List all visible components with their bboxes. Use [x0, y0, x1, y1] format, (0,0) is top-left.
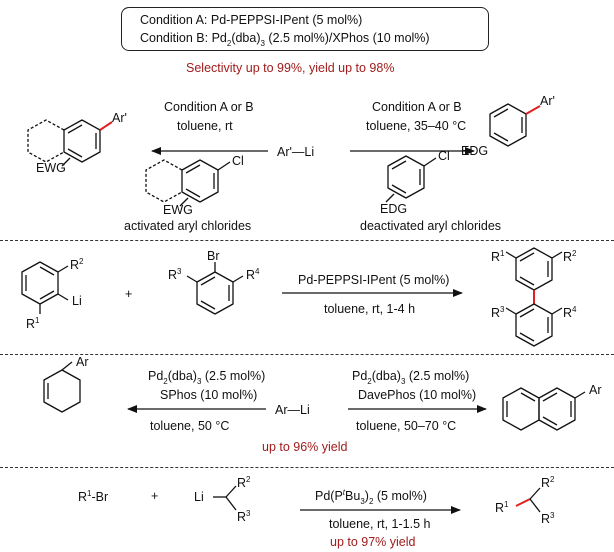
row2-br-label: Br: [207, 249, 220, 263]
deactivated-product-structure: [489, 103, 541, 147]
row3-left-ar: Ar: [76, 355, 89, 369]
activated-product-structure: [27, 119, 113, 167]
row2-product-r2: R2: [563, 249, 577, 265]
biaryl-product-structure: [505, 247, 563, 347]
row3-yield: up to 96% yield: [262, 440, 348, 454]
row3-center-reagent: Ar—Li: [275, 403, 310, 417]
row2-r2-label: R2: [70, 257, 84, 273]
row1-right-condition-2: toluene, 35–40 °C: [366, 119, 467, 133]
divider-1: [0, 240, 614, 241]
condition-b-text: Condition B: Pd2(dba)3 (2.5 mol%)/XPhos …: [140, 31, 430, 48]
divider-2: [0, 354, 614, 355]
naphthyl-product-structure: [502, 387, 586, 431]
cyclohexenyl-product-structure: [43, 361, 81, 413]
row4-product-r2: R2: [541, 475, 555, 491]
divider-3: [0, 467, 614, 468]
row4-li: Li: [194, 490, 204, 504]
activated-aryl-chloride-structure: [145, 159, 231, 207]
row3-left-line1: Pd2(dba)3 (2.5 mol%): [148, 369, 266, 386]
row4-plus: +: [151, 489, 159, 503]
row2-product-r3: R3: [491, 305, 505, 321]
row1-right-condition-1: Condition A or B: [372, 100, 462, 114]
row1-left-sm-cl: Cl: [232, 154, 244, 168]
row1-left-product-ar: Ar': [112, 111, 127, 125]
row1-right-caption: deactivated aryl chlorides: [360, 219, 502, 233]
row1-left-condition-2: toluene, rt: [177, 119, 233, 133]
row1-left-caption: activated aryl chlorides: [124, 219, 252, 233]
row2-product-r4: R4: [563, 305, 577, 321]
row3-right-line1: Pd2(dba)3 (2.5 mol%): [352, 369, 470, 386]
row1-right-product-ar: Ar': [540, 94, 555, 108]
arylbromide-structure: [186, 262, 244, 315]
row3-right-ar: Ar: [589, 383, 602, 397]
row4-condition-bottom: toluene, rt, 1-1.5 h: [329, 517, 431, 531]
aryllithium-structure: [21, 261, 69, 314]
row2-li-label: Li: [72, 294, 82, 308]
row3-right-line2: DavePhos (10 mol%): [358, 388, 477, 402]
alkyllithium-structure: [213, 485, 237, 511]
row4-r3: R3: [237, 509, 251, 525]
row1-left-product-ewg: EWG: [36, 161, 66, 175]
row2-condition-bottom: toluene, rt, 1-4 h: [324, 302, 416, 316]
row3-right-line3: toluene, 50–70 °C: [356, 419, 457, 433]
row1-right-sm-cl: Cl: [438, 149, 450, 163]
row4-product-r1: R1: [495, 500, 509, 516]
row2-r1-label: R1: [26, 316, 40, 332]
row3-left-line2: SPhos (10 mol%): [160, 388, 258, 402]
selectivity-text: Selectivity up to 99%, yield up to 98%: [186, 61, 395, 75]
deactivated-aryl-chloride-structure: [385, 155, 437, 203]
row4-r2: R2: [237, 475, 251, 491]
condition-a-text: Condition A: Pd-PEPPSI-IPent (5 mol%): [140, 13, 363, 27]
alkyl-product-structure: [515, 487, 541, 513]
row1-right-sm-edg: EDG: [380, 202, 408, 216]
conditions-box: [121, 7, 489, 51]
row4-product-r3: R3: [541, 511, 555, 527]
row4-condition-top: Pd(PtBu3)2 (5 mol%): [315, 488, 427, 506]
row1-right-product-edg: EDG: [461, 144, 489, 158]
row1-left-condition-1: Condition A or B: [164, 100, 254, 114]
row2-condition-top: Pd-PEPPSI-IPent (5 mol%): [298, 273, 450, 287]
row4-yield: up to 97% yield: [330, 535, 416, 549]
row2-r3-label: R3: [168, 267, 182, 283]
row1-left-sm-ewg: EWG: [163, 203, 193, 217]
row2-r4-label: R4: [246, 267, 260, 283]
row4-r1br: R1-Br: [78, 489, 109, 505]
row1-center-reagent: Ar'—Li: [277, 145, 315, 159]
row3-left-line3: toluene, 50 °C: [150, 419, 230, 433]
row2-product-r1: R1: [491, 249, 505, 265]
row2-plus: +: [125, 287, 133, 301]
